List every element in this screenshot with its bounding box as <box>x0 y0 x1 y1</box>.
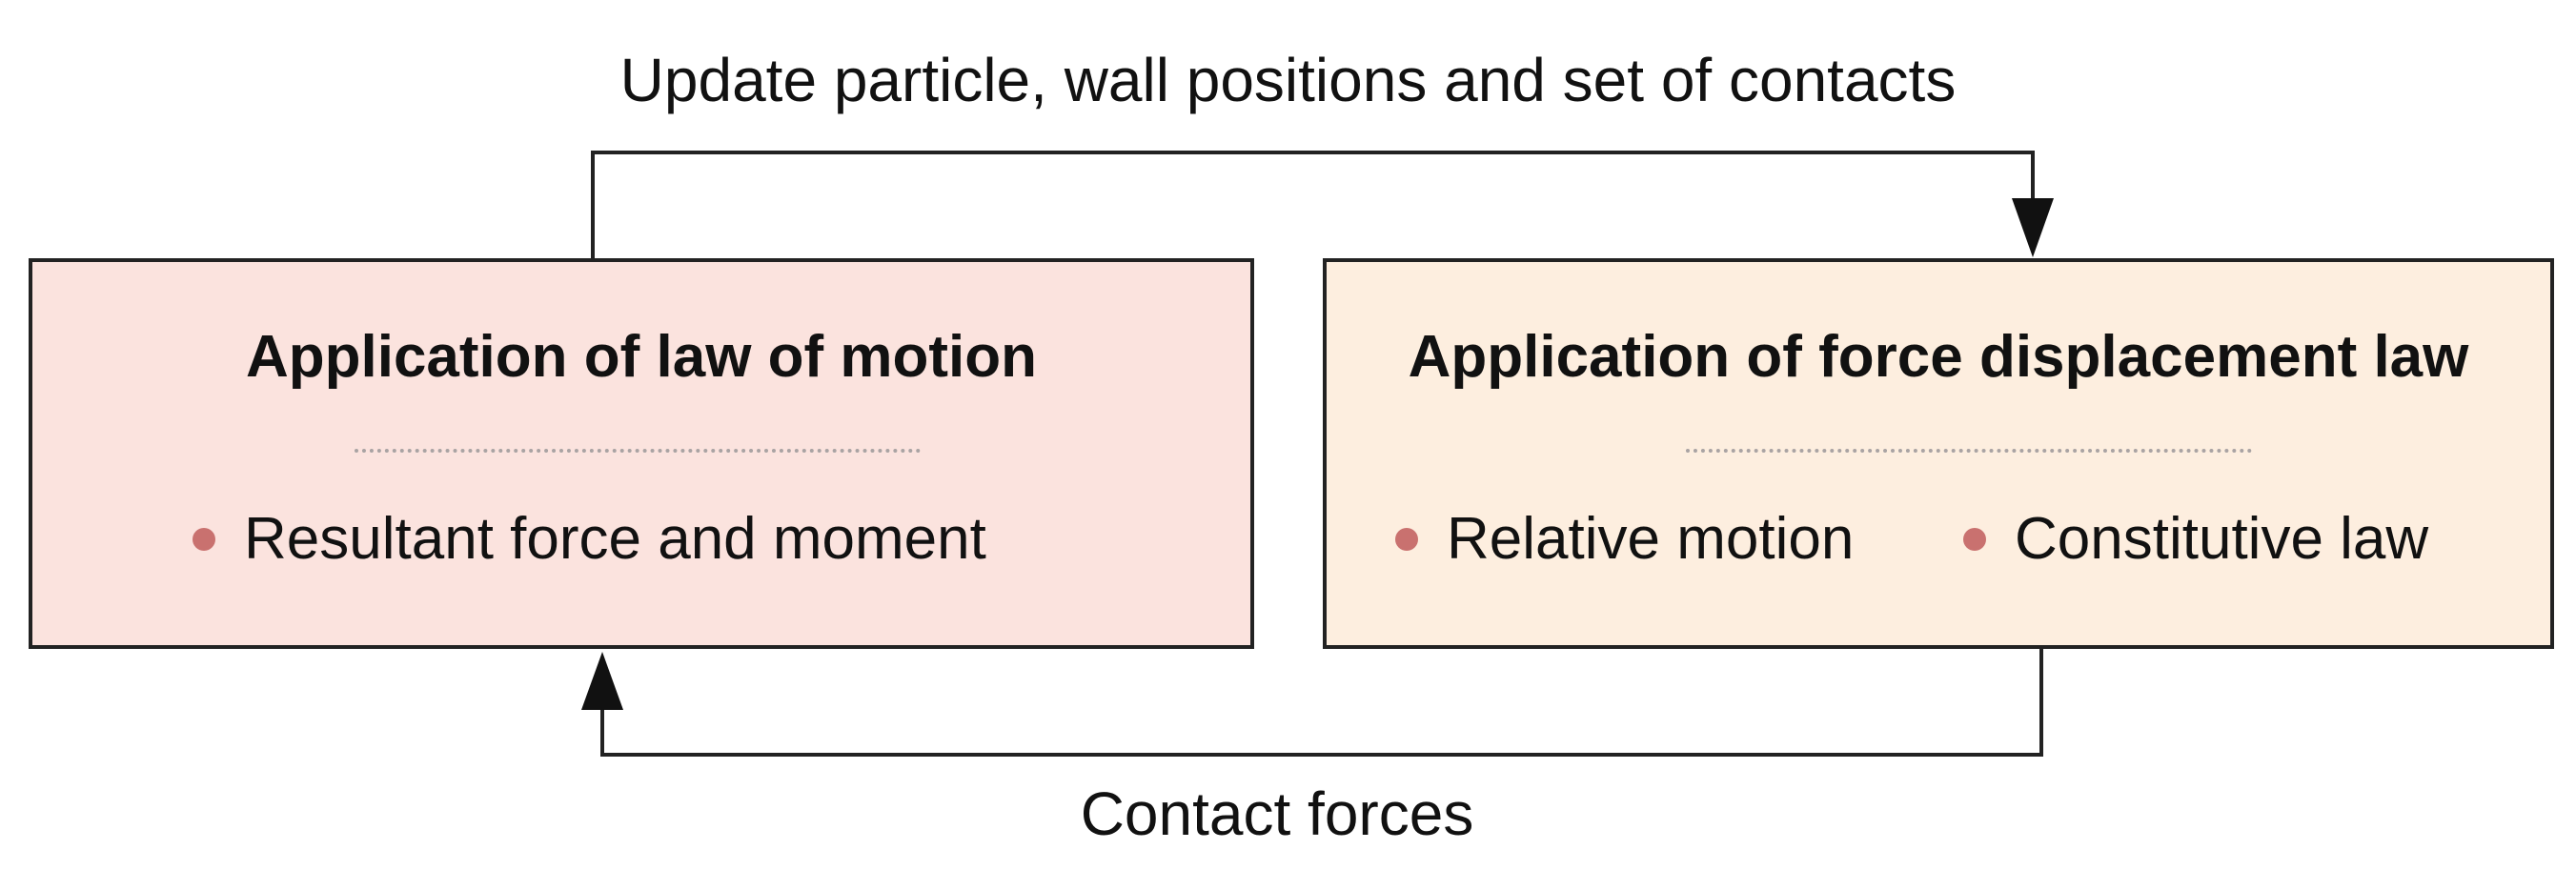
list-item-label: Relative motion <box>1447 506 1855 572</box>
list-item-label: Constitutive law <box>2015 506 2429 572</box>
force-displacement-box: Application of force displacement law Re… <box>1323 258 2554 649</box>
bullet-dot-icon <box>1395 528 1418 551</box>
law-of-motion-box: Application of law of motion Resultant f… <box>29 258 1254 649</box>
top-connector-line <box>591 151 2035 258</box>
law-of-motion-items: Resultant force and moment <box>32 506 1250 573</box>
arrow-down-icon <box>2012 198 2054 257</box>
force-displacement-title: Application of force displacement law <box>1408 324 2469 390</box>
bottom-connector-label: Contact forces <box>1080 779 1474 848</box>
list-item: Constitutive law <box>1963 506 2428 573</box>
bottom-connector-line <box>600 649 2043 757</box>
dotted-divider <box>355 449 921 453</box>
top-connector-label: Update particle, wall positions and set … <box>619 46 1957 114</box>
bullet-dot-icon <box>193 528 215 551</box>
list-item: Resultant force and moment <box>193 506 986 573</box>
arrow-up-icon <box>581 652 623 710</box>
bullet-dot-icon <box>1963 528 1986 551</box>
list-item-label: Resultant force and moment <box>244 506 986 572</box>
law-of-motion-title: Application of law of motion <box>245 324 1038 390</box>
force-displacement-items: Relative motion Constitutive law <box>1327 506 2550 573</box>
list-item: Relative motion <box>1395 506 1854 573</box>
dotted-divider <box>1686 449 2252 453</box>
